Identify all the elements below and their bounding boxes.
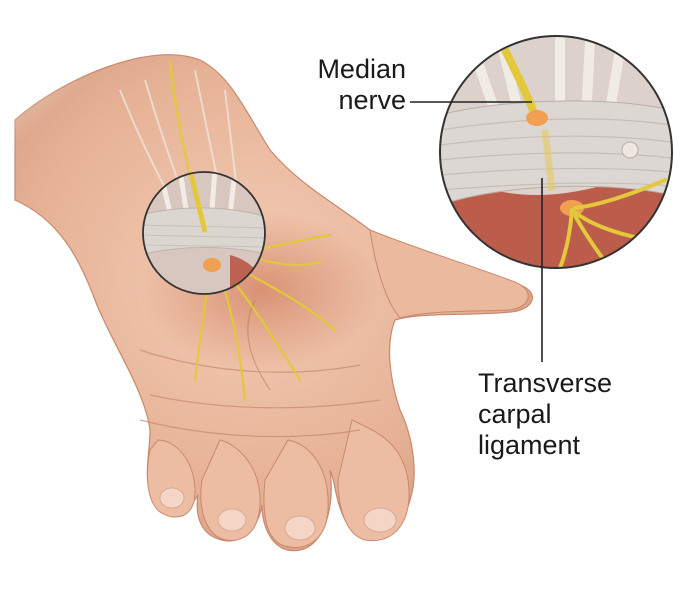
ligament-label-line-3: ligament xyxy=(478,430,581,460)
median-nerve-label: Median nerve xyxy=(296,54,406,116)
transverse-carpal-ligament-label: Transverse carpal ligament xyxy=(478,368,658,461)
ligament-label-line-2: carpal xyxy=(478,399,552,429)
index-finger xyxy=(337,419,410,542)
magnified-detail-circle xyxy=(439,35,673,269)
ring-finger xyxy=(200,439,261,541)
median-nerve-label-line-1: Median xyxy=(317,54,406,84)
thumb xyxy=(369,229,529,319)
median-nerve-label-line-2: nerve xyxy=(338,85,406,115)
hand xyxy=(0,0,533,552)
leader-lines xyxy=(410,101,543,362)
ligament-label-line-1: Transverse xyxy=(478,368,613,398)
